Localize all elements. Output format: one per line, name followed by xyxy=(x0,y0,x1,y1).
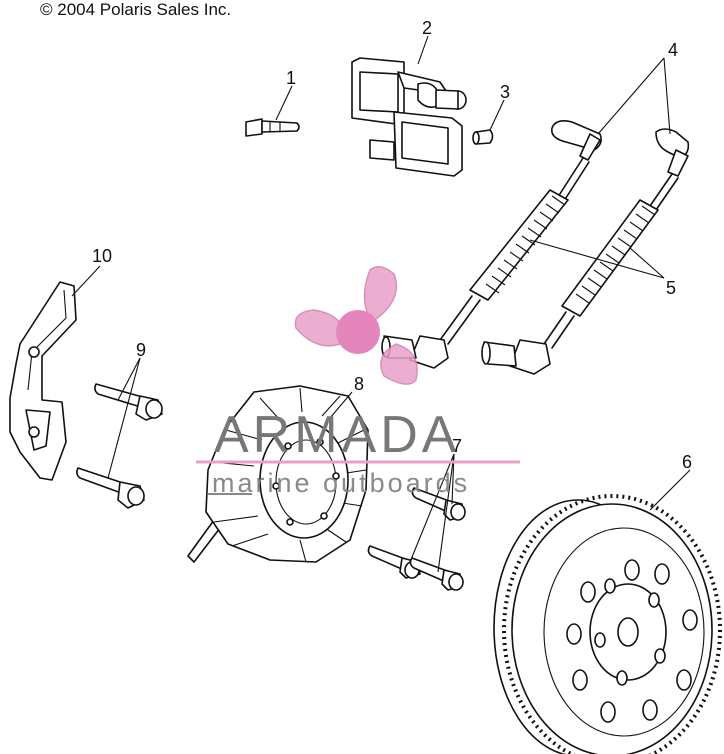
part-9-bolt-upper xyxy=(94,383,163,421)
callout-5: 5 xyxy=(666,278,676,298)
callout-4: 4 xyxy=(668,40,678,60)
part-1-screw xyxy=(245,118,300,137)
callout-1: 1 xyxy=(286,68,296,88)
watermark-brand: ARMADA xyxy=(214,406,460,464)
callout-2: 2 xyxy=(422,18,432,38)
part-6-flywheel xyxy=(493,494,722,754)
part-7-screw-upper xyxy=(411,487,466,521)
part-5-spark-plug-lead-left xyxy=(381,120,602,369)
callout-8: 8 xyxy=(354,374,364,394)
part-10-bracket xyxy=(9,281,77,481)
callout-3: 3 xyxy=(500,82,510,102)
leader-lines xyxy=(71,35,691,573)
watermark-logo xyxy=(294,266,418,385)
copyright-notice: © 2004 Polaris Sales Inc. xyxy=(40,0,232,19)
part-2-ignition-coil xyxy=(351,57,467,177)
watermark-tagline: marine outboards xyxy=(212,468,470,498)
callout-7: 7 xyxy=(452,436,462,456)
part-5-spark-plug-lead-right xyxy=(481,128,690,375)
part-9-bolt-lower xyxy=(76,467,145,509)
part-8-stator xyxy=(187,385,369,563)
callout-10: 10 xyxy=(92,246,112,266)
callout-9: 9 xyxy=(136,340,146,360)
callout-6: 6 xyxy=(682,452,692,472)
part-3-pin xyxy=(472,129,494,145)
